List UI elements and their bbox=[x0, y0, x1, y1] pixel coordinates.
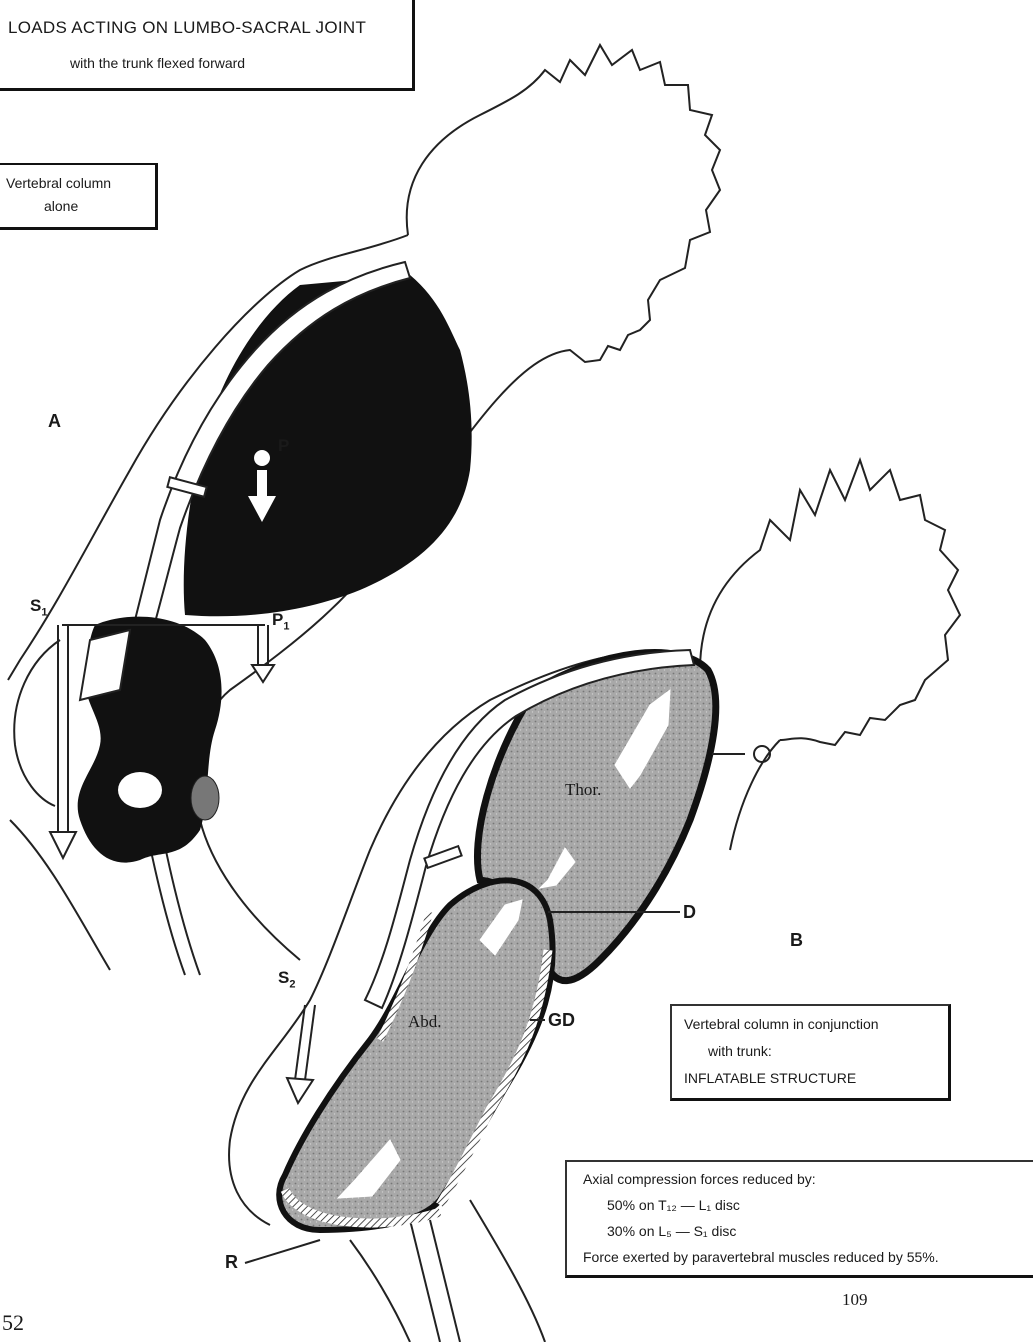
page-number-left: 52 bbox=[2, 1310, 24, 1336]
page-subtitle: with the trunk flexed forward bbox=[70, 55, 245, 71]
figure-a-caption-line2: alone bbox=[44, 198, 78, 214]
figure-a-s1-label: S1 bbox=[30, 596, 47, 618]
figure-a-load-point bbox=[254, 450, 270, 466]
figure-b-diaphragm-label: D bbox=[683, 902, 696, 923]
figure-b-label: B bbox=[790, 930, 803, 951]
figure-b-caption-line3: INFLATABLE STRUCTURE bbox=[684, 1070, 856, 1086]
figure-b-caption-line2: with trunk: bbox=[708, 1043, 772, 1059]
summary-line3: 30% on L₅ — S₁ disc bbox=[607, 1223, 736, 1239]
summary-box: Axial compression forces reduced by: 50%… bbox=[565, 1160, 1033, 1278]
figure-a-pelvis-hole bbox=[118, 772, 162, 808]
page-title: LOADS ACTING ON LUMBO-SACRAL JOINT bbox=[8, 18, 366, 38]
figure-b-s2-arrow bbox=[287, 1005, 315, 1103]
figure-b-abdominal-cavity bbox=[279, 880, 552, 1230]
summary-line4: Force exerted by paravertebral muscles r… bbox=[583, 1249, 939, 1265]
figure-a-load-label: P bbox=[278, 436, 289, 456]
figure-a-femur-head bbox=[191, 776, 219, 820]
figure-b-s2-label: S2 bbox=[278, 968, 295, 990]
page-number-right: 109 bbox=[842, 1290, 868, 1310]
figure-b-caption-line1: Vertebral column in conjunction bbox=[684, 1016, 879, 1032]
summary-line2: 50% on T₁₂ — L₁ disc bbox=[607, 1197, 740, 1213]
title-box: LOADS ACTING ON LUMBO-SACRAL JOINT with … bbox=[0, 0, 415, 91]
figure-a-label: A bbox=[48, 411, 61, 432]
figure-a-p1-arrow bbox=[252, 625, 274, 682]
figure-a-caption-box: Vertebral column alone bbox=[0, 163, 158, 230]
figure-b-caption-box: Vertebral column in conjunction with tru… bbox=[670, 1004, 951, 1101]
figure-b-gd-label: GD bbox=[548, 1010, 575, 1031]
figure-a-p1-label: P1 bbox=[272, 610, 289, 632]
figure-a-trunk-mass bbox=[184, 275, 472, 616]
figure-b-r-label: R bbox=[225, 1252, 238, 1273]
summary-line1: Axial compression forces reduced by: bbox=[583, 1171, 816, 1187]
figure-b-thorax-label: Thor. bbox=[565, 780, 601, 800]
figure-a-caption-line1: Vertebral column bbox=[6, 175, 111, 191]
figure-b-abdomen-label: Abd. bbox=[408, 1012, 442, 1032]
